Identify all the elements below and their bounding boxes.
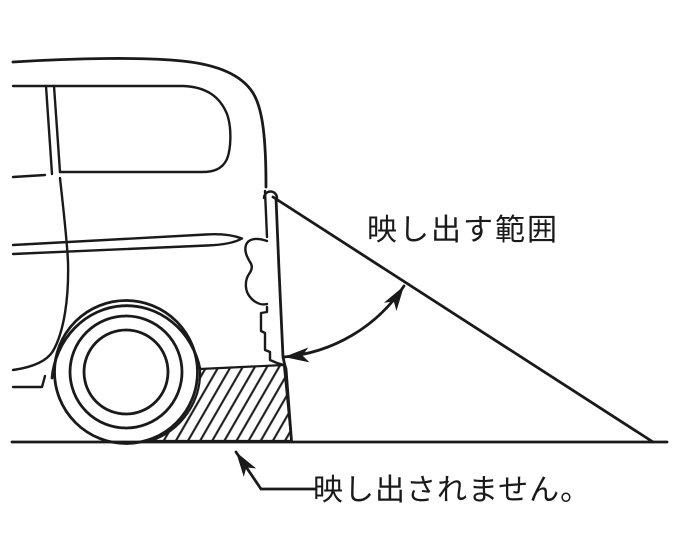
- side-molding: [11, 233, 244, 256]
- b-pillar-rear-edge: [52, 84, 62, 174]
- camera-view-line: [271, 195, 655, 444]
- front-window-sill-line: [11, 173, 47, 179]
- tire-outer-circle: [53, 299, 199, 445]
- camera-housing-bump: [262, 190, 279, 200]
- not-displayed-label: 映し出されません。: [313, 474, 592, 507]
- wheel-rim-circle: [82, 328, 170, 416]
- rear-bumper-profile: [259, 305, 286, 367]
- wheel-arch: [50, 304, 202, 380]
- door-rear-edge-line: [11, 176, 70, 372]
- display-range-label: 映し出す範囲: [367, 214, 559, 247]
- rocker-mud-flap: [11, 374, 47, 389]
- van-body-outline: [11, 57, 293, 445]
- rear-gate-seam-line: [263, 189, 269, 239]
- b-pillar-front-edge: [44, 84, 54, 176]
- window-band-line: [11, 84, 232, 174]
- blind-spot-leader-arrow: [234, 450, 318, 491]
- tire-sidewall-circle: [68, 314, 184, 430]
- view-angle-arc-arrow: [282, 284, 406, 363]
- roof-line: [11, 57, 268, 189]
- tail-lamp: [244, 237, 269, 306]
